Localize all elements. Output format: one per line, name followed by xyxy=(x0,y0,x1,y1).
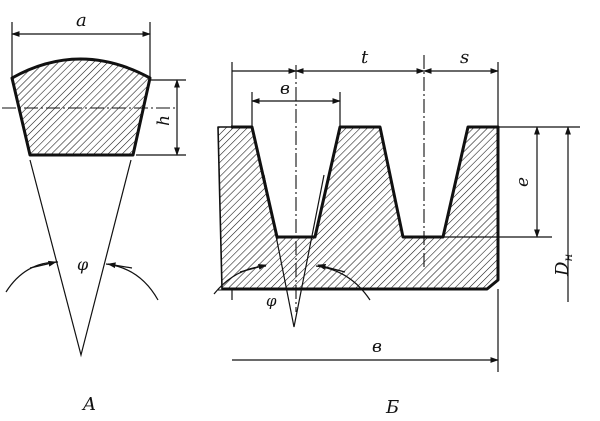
angle-phi-b-label: φ xyxy=(266,292,277,310)
caption-a: A xyxy=(81,394,96,415)
dimension-h: h xyxy=(136,79,186,156)
pulley-rim-section xyxy=(217,126,499,290)
dimension-edge-s: s xyxy=(423,47,499,74)
groove-wedge-lines xyxy=(263,174,325,328)
dimension-total-width-label: в xyxy=(372,337,382,357)
groove-profile-outline xyxy=(222,125,500,291)
dimension-outer-diameter-label: Dн xyxy=(552,254,575,277)
dimension-pitch-t: t xyxy=(232,47,425,74)
dimension-a: a xyxy=(11,10,151,78)
dimension-groove-width: в xyxy=(251,79,341,104)
view-a: a h φ A xyxy=(2,10,186,415)
dimension-edge-s-label: s xyxy=(460,47,469,68)
dimension-outer-diameter: Dн xyxy=(552,126,575,302)
view-b: в t s e Dн φ xyxy=(213,47,580,418)
dimension-groove-width-label: в xyxy=(280,79,290,99)
angle-phi-a: φ xyxy=(5,255,159,301)
dimension-total-width: в xyxy=(232,337,499,363)
dimension-a-label: a xyxy=(76,10,87,31)
dimension-h-label: h xyxy=(154,115,174,126)
dimension-pitch-t-label: t xyxy=(361,47,369,68)
angle-phi-b: φ xyxy=(213,264,371,310)
caption-b: Б xyxy=(385,397,399,418)
angle-phi-a-label: φ xyxy=(77,255,89,274)
belt-wedge-lines xyxy=(29,159,132,358)
dimension-groove-depth-label: e xyxy=(513,177,533,187)
belt-section xyxy=(10,57,152,157)
